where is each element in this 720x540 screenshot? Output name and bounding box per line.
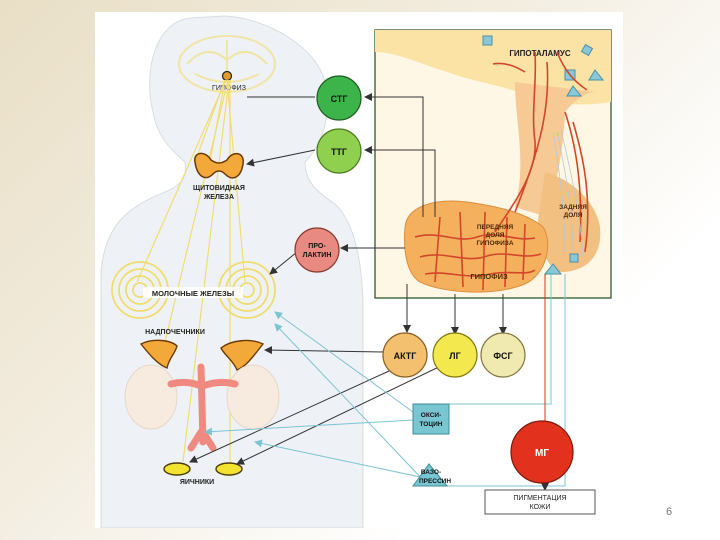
adrenal-label: НАДПОЧЕЧНИКИ [145, 329, 205, 336]
hormone-stg: СТГ [316, 75, 362, 121]
hormone-lg: ЛГ [432, 332, 478, 378]
neuron-icons [482, 35, 605, 275]
diagram-svg: ГИПОФИЗ ЩИТОВИДНАЯ ЖЕЛЕЗА [100, 15, 612, 529]
thyroid-icon [194, 152, 244, 179]
aorta-icon [167, 363, 239, 452]
posterior-lobe-label-2: ДОЛЯ [564, 212, 583, 219]
posterior-hormone-connectors [204, 274, 566, 487]
pituitary-dot-icon [221, 70, 233, 82]
inset-pituitary-label: ГИПОФИЗ [470, 272, 508, 281]
hormone-ttg: ТТГ [316, 128, 362, 174]
adrenal-glands-icon [139, 339, 265, 371]
posterior-lobe-label: ЗАДНЯЯ [559, 204, 587, 211]
oxytocin-label-2: ТОЦИН [420, 421, 443, 428]
hormone-oxytocin: ОКСИ- ТОЦИН [412, 403, 450, 435]
vasopressin-label-2: ПРЕССИН [419, 478, 451, 485]
pituitary-label: ГИПОФИЗ [212, 85, 246, 92]
thyroid-label: ЩИТОВИДНАЯ [193, 185, 245, 192]
kidneys-icon [124, 364, 280, 430]
hormone-prolactin: ПРО- ЛАКТИН [294, 227, 340, 273]
skin-label: ПИГМЕНТАЦИЯ [513, 495, 566, 502]
ttg-label: ТТГ [331, 147, 347, 157]
portal-vessels [414, 51, 589, 291]
posterior-fibers [552, 129, 584, 258]
hypothalamus-inset [374, 29, 612, 299]
stg-label: СТГ [331, 94, 348, 104]
hormone-fsg: ФСГ [480, 332, 526, 378]
hormone-actg: АКТГ [382, 332, 428, 378]
hormone-mg: МГ [510, 420, 574, 484]
anterior-lobe-label-3: ГИПОФИЗА [476, 240, 513, 247]
prolactin-label: ПРО- [308, 243, 326, 250]
hypothalamus-label: ГИПОТАЛАМУС [509, 49, 571, 58]
actg-label: АКТГ [394, 351, 417, 361]
vasopressin-label: ВАЗО- [421, 469, 441, 476]
fsg-label: ФСГ [493, 351, 512, 361]
oxytocin-label: ОКСИ- [421, 412, 441, 419]
page-number: 6 [666, 506, 673, 518]
anterior-lobe-label: ПЕРЕДНЯЯ [477, 224, 514, 231]
ovaries-icon [163, 462, 243, 476]
anterior-lobe-label-2: ДОЛЯ [486, 232, 505, 239]
skin-label-2: КОЖИ [530, 504, 551, 511]
endocrine-diagram: ГИПОФИЗ ЩИТОВИДНАЯ ЖЕЛЕЗА [95, 12, 623, 529]
prolactin-label-2: ЛАКТИН [303, 252, 332, 259]
ovaries-label: ЯИЧНИКИ [180, 479, 214, 486]
hormone-vasopressin: ВАЗО- ПРЕССИН [412, 463, 451, 487]
lg-label: ЛГ [449, 351, 460, 361]
mg-label: МГ [535, 448, 549, 459]
hormone-connectors [189, 93, 507, 465]
skin-pigmentation-box: ПИГМЕНТАЦИЯ КОЖИ [484, 489, 596, 515]
mammary-label: МОЛОЧНЫЕ ЖЕЛЕЗЫ [152, 289, 234, 298]
thyroid-label-2: ЖЕЛЕЗА [203, 194, 234, 201]
